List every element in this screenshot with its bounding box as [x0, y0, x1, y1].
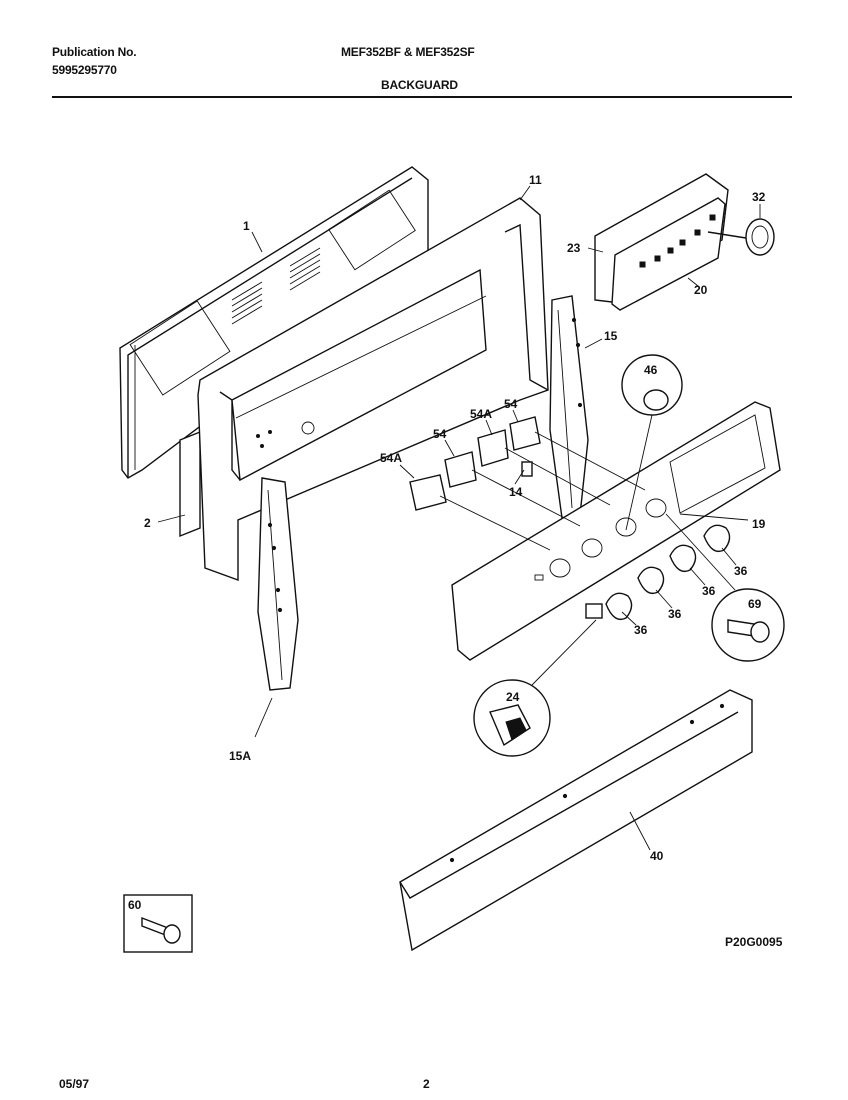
callout-19: 19: [752, 517, 766, 531]
callout-40: 40: [650, 849, 664, 863]
infinite-switch-parts: [409, 416, 646, 551]
part-46-detail: [621, 354, 683, 531]
publication-label: Publication No.: [52, 45, 137, 59]
callout-36-a: 36: [734, 564, 748, 578]
control-knobs-part: [585, 524, 731, 621]
rear-panel-part: [119, 166, 429, 538]
callout-36-b: 36: [702, 584, 716, 598]
callout-36-c: 36: [668, 607, 682, 621]
callout-23: 23: [567, 241, 581, 255]
callout-11: 11: [529, 173, 542, 187]
callout-54-b: 54: [504, 397, 518, 411]
callout-15: 15: [604, 329, 618, 343]
model-numbers: MEF352BF & MEF352SF: [341, 45, 475, 59]
right-bracket-part: [549, 295, 589, 519]
callout-69: 69: [748, 597, 762, 611]
callout-54a-a: 54A: [380, 451, 402, 465]
callout-54-a: 54: [433, 427, 447, 441]
callout-32: 32: [752, 190, 766, 204]
footer-page-number: 2: [423, 1077, 430, 1091]
callout-36-d: 36: [634, 623, 648, 637]
part-69-detail: [665, 513, 785, 662]
publication-number: 5995295770: [52, 63, 117, 77]
callout-54a-b: 54A: [470, 407, 492, 421]
callout-14: 14: [509, 485, 523, 499]
left-bracket-part: [257, 477, 299, 691]
clock-knob-part: [707, 218, 775, 256]
part-60-box: [123, 894, 193, 953]
clock-board-part: [594, 173, 729, 311]
callout-1: 1: [243, 219, 250, 233]
callout-20: 20: [694, 283, 708, 297]
control-panel-part: [451, 401, 781, 661]
trim-strip-part: [399, 689, 753, 952]
drawing-code: P20G0095: [725, 935, 783, 949]
callout-15a: 15A: [229, 749, 251, 763]
callout-60: 60: [128, 898, 142, 912]
header-rule: [52, 96, 792, 98]
callout-2: 2: [144, 516, 151, 530]
leader-lines: [157, 185, 761, 851]
footer-date: 05/97: [59, 1077, 90, 1091]
section-title: BACKGUARD: [381, 78, 458, 92]
callout-46: 46: [644, 363, 658, 377]
callout-24: 24: [506, 690, 520, 704]
part-24-detail: [473, 619, 597, 757]
